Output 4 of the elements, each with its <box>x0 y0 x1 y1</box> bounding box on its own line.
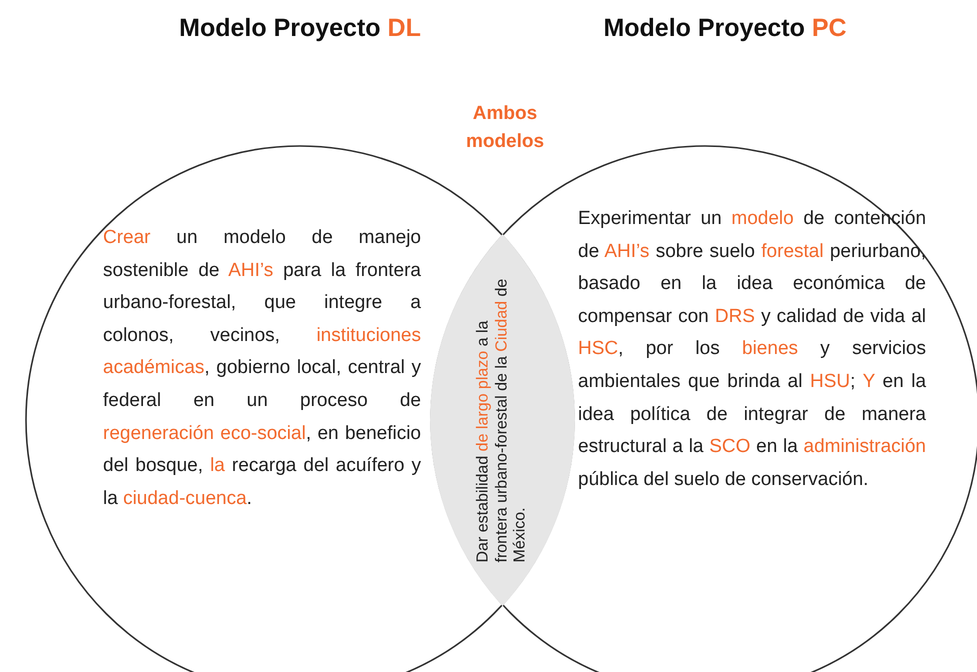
model-heading: Modelo Proyecto PC <box>602 13 848 44</box>
overlap-heading: Ambos modelos <box>464 102 546 154</box>
model-heading: Modelo Proyecto DL <box>178 13 422 44</box>
model-description: Crear un modelo de manejo sostenible de AHI’s para la frontera urbano-forestal, que integre a colonos, vecinos, instituciones académicas, gobierno local, central y federal en un proceso de regeneración eco-social, en beneficio del bosque, la recarga del acuífero y la ciudad-cuenca. <box>103 226 421 511</box>
